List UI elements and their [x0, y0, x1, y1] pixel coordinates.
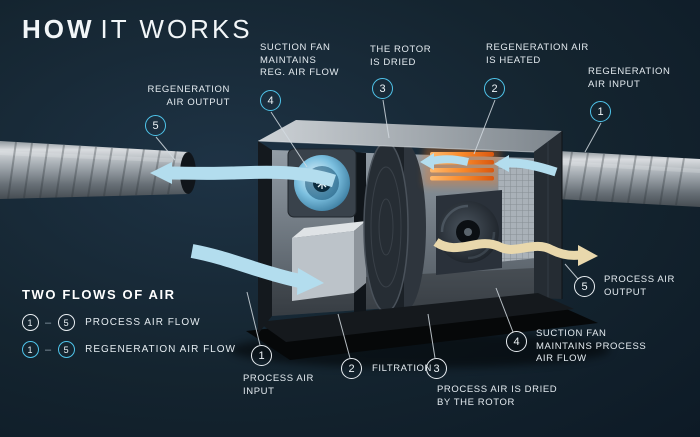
regen-fan-label: SUCTION FAN MAINTAINS REG. AIR FLOW [260, 42, 340, 78]
regen-step-1-badge: 1 [590, 101, 611, 122]
process-step-3-badge: 3 [426, 358, 447, 379]
heater-element [424, 146, 500, 186]
process-step-4-badge: 4 [506, 331, 527, 352]
base-plinth-upper [258, 293, 574, 342]
process-output-arrow [433, 238, 598, 266]
mesh-panel [498, 160, 538, 262]
regeneration-output-arrow [150, 162, 336, 188]
process-dried-label: PROCESS AIR IS DRIED BY THE ROTOR [437, 384, 558, 408]
regen-heated-label: REGENERATION AIR IS HEATED [486, 42, 589, 66]
process-input-arrow [190, 244, 324, 295]
air-flows [150, 153, 598, 295]
legend-process-label: PROCESS AIR FLOW [85, 317, 201, 328]
legend-regeneration-row: 1 – 5 REGENERATION AIR FLOW [22, 341, 236, 358]
rotor-dried-label: THE ROTOR IS DRIED [370, 44, 432, 68]
regen-input-label: REGENERATION AIR INPUT [588, 66, 671, 90]
legend-separator: – [45, 343, 53, 356]
legend-regen-to-badge: 5 [58, 341, 76, 358]
title-primary: HOW [22, 14, 95, 44]
regen-step-2-badge: 2 [484, 78, 505, 99]
regen-step-3-badge: 3 [372, 78, 393, 99]
desiccant-rotor [363, 141, 426, 313]
legend-process-from-badge: 1 [22, 314, 39, 331]
process-output-label: PROCESS AIR OUTPUT [604, 274, 676, 298]
legend-process-row: 1 – 5 PROCESS AIR FLOW [22, 314, 201, 331]
process-input-label: PROCESS AIR INPUT [243, 373, 315, 397]
filtration-label: FILTRATION [372, 363, 433, 374]
legend-regen-from-badge: 1 [22, 341, 39, 358]
legend-process-to-badge: 5 [58, 314, 76, 331]
legend-heading: TWO FLOWS OF AIR [22, 287, 176, 302]
regen-output-label: REGENERATION AIR OUTPUT [147, 84, 230, 108]
left-panel [258, 141, 272, 334]
process-fan [436, 190, 502, 275]
right-duct [558, 151, 700, 207]
process-step-5-badge: 5 [574, 276, 595, 297]
regeneration-input-arrow [494, 155, 558, 177]
regen-step-5-badge: 5 [145, 115, 166, 136]
legend-regen-label: REGENERATION AIR FLOW [85, 344, 236, 355]
leader-lines [155, 99, 602, 359]
rotor-inlet-arrow [420, 153, 469, 170]
process-step-1-badge: 1 [251, 345, 272, 366]
title-secondary: IT WORKS [100, 14, 253, 44]
process-fan-label: SUCTION FAN MAINTAINS PROCESS AIR FLOW [536, 328, 647, 364]
legend-separator: – [45, 316, 53, 329]
regen-step-4-badge: 4 [260, 90, 281, 111]
dehumidifier-unit [230, 120, 610, 368]
process-step-2-badge: 2 [341, 358, 362, 379]
